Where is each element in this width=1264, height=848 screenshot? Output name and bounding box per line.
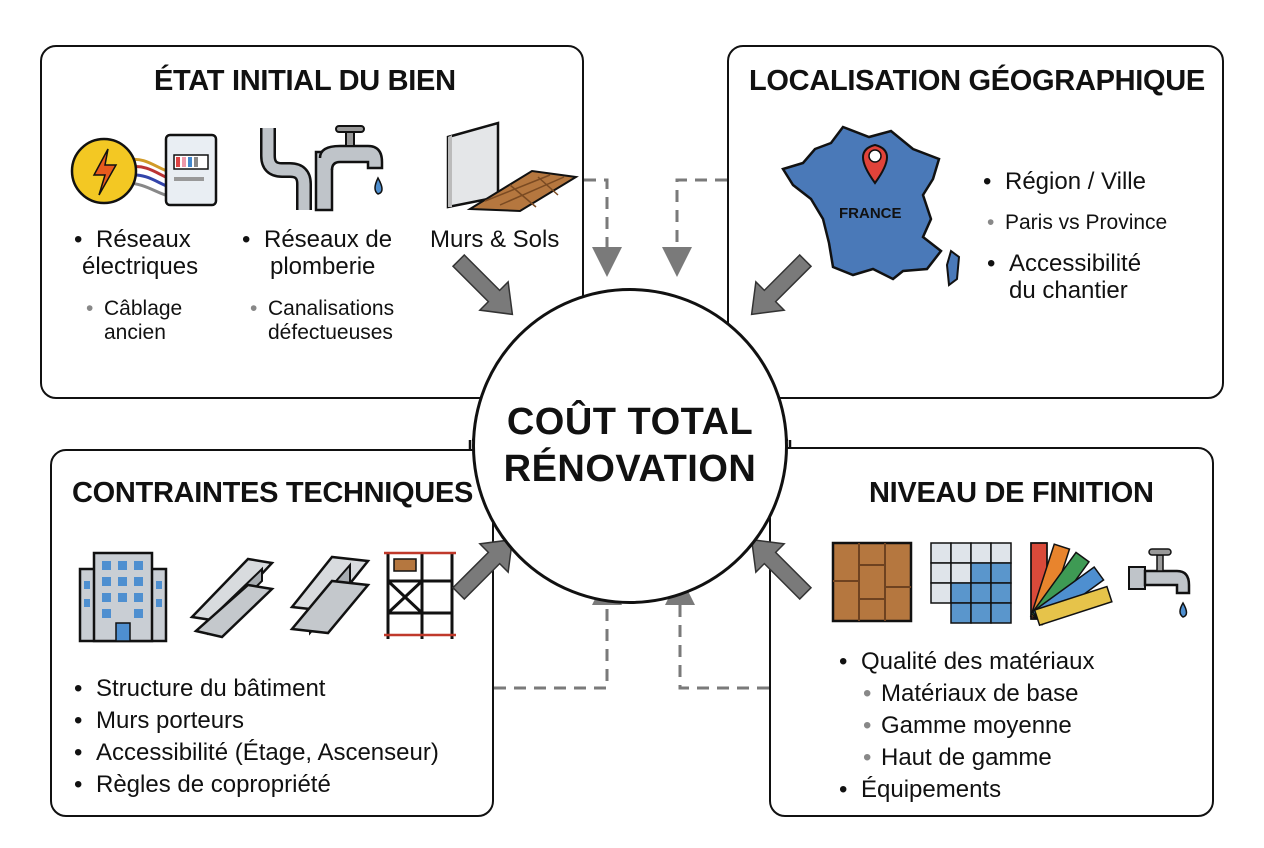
finition-box: NIVEAU DE FINITION bbox=[769, 447, 1214, 817]
france-map-icon bbox=[781, 125, 961, 287]
dashed-arrow-top-left bbox=[584, 178, 622, 277]
finition-sub-1: Gamme moyenne bbox=[863, 712, 1072, 740]
building-icon bbox=[78, 551, 168, 643]
electrical-panel-icon bbox=[70, 133, 218, 207]
elec-label: Réseaux électriques bbox=[74, 226, 198, 281]
finition-item-2: Équipements bbox=[839, 776, 1001, 804]
color-swatch-icon bbox=[1029, 542, 1113, 627]
arrow-top-left bbox=[451, 253, 514, 316]
arrow-bottom-right bbox=[750, 538, 813, 601]
center-line-1: COÛT TOTAL bbox=[506, 400, 754, 443]
contraintes-title: CONTRAINTES TECHNIQUES bbox=[72, 477, 474, 509]
elec-sub: Câblage ancien bbox=[86, 297, 182, 344]
finition-sub-0: Matériaux de base bbox=[863, 680, 1078, 708]
wood-floor-icon bbox=[831, 541, 913, 623]
plumbing-faucet-icon bbox=[260, 125, 384, 212]
plomb-label: Réseaux de plomberie bbox=[242, 226, 392, 281]
contrainte-item-3: Règles de copropriété bbox=[74, 771, 331, 799]
access-item: Accessibilité du chantier bbox=[987, 250, 1141, 305]
dashed-arrow-bottom-right bbox=[665, 575, 769, 690]
region-sub: Paris vs Province bbox=[987, 211, 1167, 235]
etat-initial-box: ÉTAT INITIAL DU BIEN Réseaux élec bbox=[40, 45, 584, 399]
plomb-sub: Canalisations défectueuses bbox=[250, 297, 394, 344]
arrow-top-right bbox=[750, 253, 813, 316]
steel-beam-icon bbox=[189, 557, 275, 639]
faucet-icon bbox=[1128, 548, 1191, 618]
contrainte-item-2: Accessibilité (Étage, Ascenseur) bbox=[74, 739, 439, 767]
tiles-icon bbox=[930, 542, 1012, 624]
region-item: Région / Ville bbox=[983, 168, 1146, 196]
contrainte-item-1: Murs porteurs bbox=[74, 707, 244, 735]
dashed-arrow-bottom-left bbox=[494, 575, 622, 690]
arrow-bottom-left bbox=[451, 538, 514, 601]
map-label: FRANCE bbox=[839, 205, 902, 222]
localisation-title: LOCALISATION GÉOGRAPHIQUE bbox=[749, 65, 1205, 97]
walls-floors-icon bbox=[446, 121, 579, 213]
scaffolding-icon bbox=[384, 551, 456, 639]
steel-beam-icon-2 bbox=[289, 555, 371, 636]
etat-initial-title: ÉTAT INITIAL DU BIEN bbox=[154, 65, 456, 97]
finition-sub-2: Haut de gamme bbox=[863, 744, 1052, 772]
center-line-2: RÉNOVATION bbox=[503, 448, 757, 490]
contraintes-box: CONTRAINTES TECHNIQUES bbox=[50, 449, 494, 817]
dashed-arrow-top-right bbox=[662, 178, 727, 277]
contrainte-item-0: Structure du bâtiment bbox=[74, 675, 325, 703]
center-circle: COÛT TOTAL RÉNOVATION bbox=[472, 288, 788, 604]
finition-title: NIVEAU DE FINITION bbox=[869, 477, 1154, 509]
localisation-box: LOCALISATION GÉOGRAPHIQUE FRANCE Région … bbox=[727, 45, 1224, 399]
finition-item-1: Qualité des matériaux bbox=[839, 648, 1094, 676]
murs-label: Murs & Sols bbox=[430, 226, 560, 253]
